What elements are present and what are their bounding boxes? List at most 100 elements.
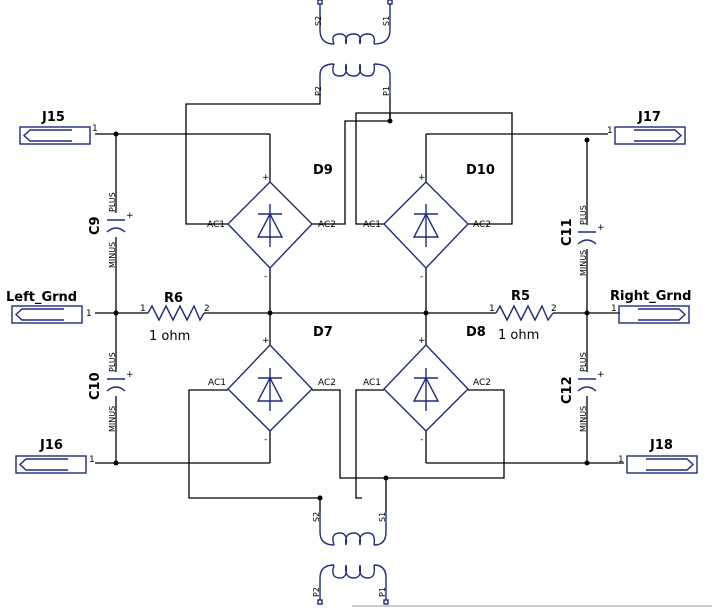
wire [386,389,505,479]
connector-ref: J17 [637,110,661,125]
resistor-value: 1 ohm [498,328,539,343]
resistor-zigzag [147,304,205,322]
secondary-coil [319,4,391,45]
polarity-sign: + [126,211,134,221]
pin-number: 1 [89,455,95,465]
pin-label-s2: S2 [314,16,323,26]
connector-arrow [22,129,72,142]
pin-number: 2 [551,304,557,314]
junction-dot [387,118,393,124]
connector-ref: J16 [39,438,63,453]
pin-label-plus: PLUS [579,352,588,372]
bridge-body [227,343,313,432]
pin-label-ac1: AC1 [363,378,381,388]
connector-ref: J18 [649,438,673,453]
connector-ref: Left_Grnd [6,290,77,305]
connector-body [15,455,87,474]
polarity-sign: + [597,223,605,233]
pin-label-s1: S1 [382,16,391,26]
pin-label-plus: + [262,173,270,183]
capacitor-ref: C12 [560,376,575,404]
connector-left-grnd[interactable]: Left_Grnd 1 [6,290,92,324]
bridge-rectifier-d8[interactable]: D8 AC1 AC2 + - [363,325,491,445]
connector-arrow [634,129,683,142]
bridge-body [383,181,469,270]
transformer-top[interactable]: S2 S1 P2 P1 [314,0,393,97]
bridge-ref: D10 [466,163,495,178]
capacitor-c12[interactable]: + C12 PLUS MINUS [560,352,605,432]
junction-dot [113,310,119,316]
pin-label-minus: - [420,435,423,445]
junction-dot [113,460,119,466]
polarity-sign: + [597,370,605,380]
junction-dot [584,460,590,466]
primary-coil [319,63,391,97]
connector-right-grnd[interactable]: Right_Grnd 1 [610,289,691,324]
bridge-rectifier-d10[interactable]: D10 AC1 AC2 + - [363,163,495,282]
wire [185,97,321,225]
junction-dot [383,475,389,481]
pin-label-plus: + [262,336,270,346]
pin-label-minus: MINUS [108,406,117,432]
pin-label-plus: + [418,336,426,346]
capacitor-c11[interactable]: + C11 PLUS MINUS [560,205,605,276]
bridge-ref: D8 [466,325,486,340]
connector-body [614,126,686,145]
pin-label-minus: MINUS [108,242,117,268]
resistor-ref: R5 [511,289,530,304]
junction-dot [113,131,119,137]
capacitor-c9[interactable]: + C9 PLUS MINUS [88,192,134,268]
connector-j18[interactable]: J18 1 [618,438,698,474]
connector-body [626,455,698,474]
wire [312,389,387,512]
junction-dot [317,495,323,501]
connector-arrow [638,308,687,321]
pin-label-minus: - [264,272,267,282]
junction-dot [584,137,590,143]
pin-label-ac1: AC1 [207,220,225,230]
resistor-r5[interactable]: R5 1 ohm 1 2 [489,289,557,343]
pin-number: 1 [489,304,495,314]
connector-body [618,305,690,324]
capacitor-plate-minus [577,386,597,392]
connector-j17[interactable]: J17 1 [607,110,686,145]
connector-j16[interactable]: J16 1 [15,438,95,474]
capacitor-c10[interactable]: + C10 PLUS MINUS [88,352,134,432]
resistor-ref: R6 [164,291,183,306]
wire [355,389,384,499]
primary-coil [319,564,387,600]
pin-label-ac2: AC2 [318,220,336,230]
pin-label-p2: P2 [314,86,323,96]
pin-label-s1: S1 [378,512,387,522]
bridge-body [383,343,469,432]
wire [355,112,513,225]
pin-label-minus: - [264,435,267,445]
pin-label-plus: + [418,173,426,183]
terminal-pad [317,0,323,5]
pin-label-ac1: AC1 [208,378,226,388]
transformer-bottom[interactable]: S2 S1 P2 P1 [312,512,389,605]
bridge-rectifier-d9[interactable]: D9 AC1 AC2 + - [207,163,336,282]
capacitor-ref: C11 [560,218,575,246]
pin-label-p1: P1 [378,587,387,597]
pin-label-plus: PLUS [108,352,117,372]
bridge-ref: D9 [313,163,333,178]
pin-label-ac1: AC1 [363,220,381,230]
capacitor-ref: C9 [88,216,103,235]
capacitor-plate-minus [577,239,597,245]
pin-number: 1 [140,304,146,314]
connector-j15[interactable]: J15 1 [19,110,98,145]
resistor-r6[interactable]: R6 1 ohm 1 2 [140,291,210,344]
bridge-rectifier-d7[interactable]: D7 AC1 AC2 + - [208,325,336,445]
pin-number: 1 [86,309,92,319]
bridge-ref: D7 [313,325,333,340]
capacitor-plate-minus [106,386,126,392]
connector-arrow [14,308,64,321]
junction-dot [423,310,429,316]
wire [188,389,321,512]
connector-body [19,126,91,145]
secondary-coil [319,512,387,546]
connector-arrow [646,458,695,471]
